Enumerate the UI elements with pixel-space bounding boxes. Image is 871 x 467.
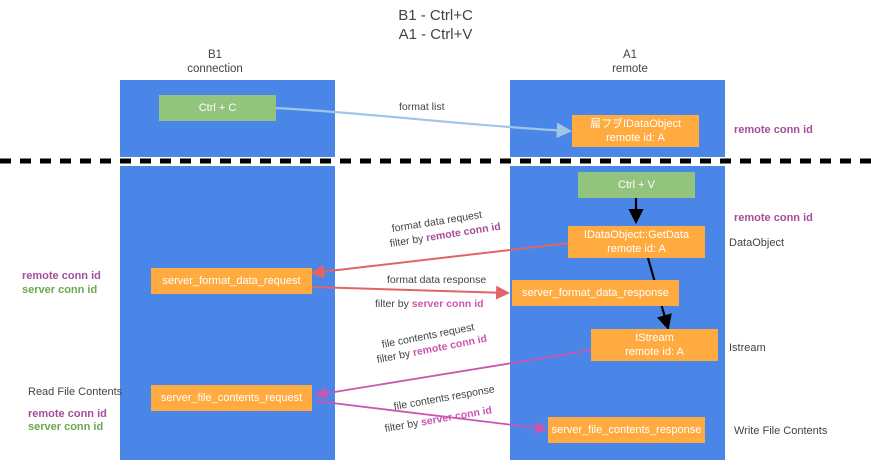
filter-prefix: filter by <box>375 298 412 310</box>
edge-label-format-data-response: format data response <box>387 274 487 286</box>
node-idataobject-getdata[interactable]: IDataObject::GetData remote id: A <box>568 226 705 258</box>
side-label-remote-conn-id-top: remote conn id <box>734 124 813 136</box>
page-title: B1 - Ctrl+C A1 - Ctrl+V <box>398 7 473 43</box>
side-label-left-server-conn-id: server conn id <box>22 284 98 296</box>
side-label-left-remote-conn-id: remote conn id <box>22 270 101 282</box>
filter-prefix: filter by <box>375 347 415 366</box>
edge-label-format-data-response-filter: filter by server conn id <box>375 298 484 311</box>
filter-key-server-conn-id: server conn id <box>411 298 484 310</box>
side-label-read-file-contents: Read File Contents <box>28 386 123 398</box>
filter-prefix: filter by <box>383 416 423 435</box>
side-label-dataobject: DataObject <box>729 237 785 249</box>
node-ctrl-c[interactable]: Ctrl + C <box>159 95 276 121</box>
side-label-remote-conn-id-mid: remote conn id <box>734 212 813 224</box>
node-server-file-contents-request[interactable]: server_file_contents_request <box>151 385 312 411</box>
side-label-left-bottom-remote-conn-id: remote conn id <box>28 408 107 420</box>
column-header-a1: A1 remote <box>612 49 648 75</box>
side-label-left-bottom-server-conn-id: server conn id <box>28 421 104 433</box>
node-server-format-data-request[interactable]: server_format_data_request <box>151 268 312 294</box>
edge-label-format-list: format list <box>399 101 445 113</box>
side-label-istream: Istream <box>729 342 766 354</box>
side-label-write-file-contents: Write File Contents <box>734 425 828 437</box>
node-server-file-contents-response[interactable]: server_file_contents_response <box>548 417 705 443</box>
filter-key-server-conn-id: server conn id <box>420 404 493 429</box>
node-istream[interactable]: IStream remote id: A <box>591 329 718 361</box>
lane-a1-bottom <box>510 166 725 460</box>
node-ctrl-v[interactable]: Ctrl + V <box>578 172 695 198</box>
lane-b1-bottom <box>120 166 335 460</box>
node-idataobject-top[interactable]: 屇フヺIDataObject remote id: A <box>572 115 699 147</box>
node-server-format-data-response[interactable]: server_format_data_response <box>512 280 679 306</box>
column-header-b1: B1 connection <box>187 49 243 75</box>
